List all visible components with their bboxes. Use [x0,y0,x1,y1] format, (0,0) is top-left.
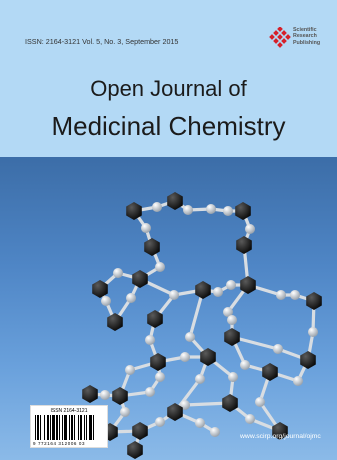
molecular-lattice-icon [82,192,322,459]
lattice-atom-light [213,287,223,297]
barcode-bar [64,415,67,440]
lattice-atom-dark [150,353,166,371]
lattice-atom-dark [272,422,288,440]
lattice-atom-light [180,352,190,362]
lattice-atom-light [155,372,165,382]
lattice-atom-light [145,335,155,345]
lattice-atom-light [276,290,286,300]
lattice-atom-light [290,290,300,300]
lattice-atom-dark [224,328,240,346]
cover-header: ISSN: 2164-3121 Vol. 5, No. 3, September… [0,0,337,157]
barcode-bar [37,415,39,440]
barcode-bar [59,415,60,440]
lattice-atom-dark [112,387,128,405]
barcode-number: 9 772164 312006 03 [33,441,86,446]
lattice-atom-light [155,417,165,427]
lattice-atom-dark [107,313,123,331]
barcode-bar [80,415,82,440]
lattice-atom-light [255,397,265,407]
lattice-atom-light [293,376,303,386]
lattice-atom-light [125,365,135,375]
publisher-name: Scientific Research Publishing [293,27,321,46]
lattice-atom-light [169,290,179,300]
barcode-bar [62,415,63,440]
lattice-atom-light [152,202,162,212]
lattice-atom-light [195,418,205,428]
lattice-atom-light [155,262,165,272]
barcode-bar [35,415,36,440]
lattice-atom-light [185,332,195,342]
lattice-atom-light [308,327,318,337]
lattice-atom-light [228,372,238,382]
lattice-atom-light [100,390,110,400]
lattice-atom-light [245,224,255,234]
lattice-atom-dark [132,270,148,288]
lattice-atom-dark [240,276,256,294]
lattice-atom-dark [167,192,183,210]
barcode: ISSN 2164-3121 9 772164 312006 03 [30,405,108,448]
barcode-bar [89,415,92,440]
lattice-bond [188,288,205,339]
lattice-atom-dark [144,238,160,256]
barcode-bar [93,415,94,440]
lattice-atom-dark [222,394,238,412]
barcode-bar [71,415,73,440]
lattice-atom-light [120,407,130,417]
barcode-bar [56,415,58,440]
barcode-bar [78,415,79,440]
barcode-bar [50,415,51,440]
lattice-atom-light [145,387,155,397]
publisher-logo: Scientific Research Publishing [268,26,330,52]
lattice-atom-light [101,296,111,306]
lattice-atom-light [223,307,233,317]
lattice-atom-dark [92,280,108,298]
lattice-atom-dark [262,363,278,381]
barcode-bar [86,415,87,440]
lattice-atom-light [240,360,250,370]
barcode-bar [84,415,85,440]
barcode-bar [40,415,41,440]
lattice-atom-light [126,293,136,303]
lattice-atom-dark [82,385,98,403]
lattice-atom-light [183,205,193,215]
diamond-grid-logo-icon [269,27,291,48]
lattice-atom-dark [235,202,251,220]
lattice-atom-dark [306,292,322,310]
barcode-bar [44,415,45,440]
lattice-atom-dark [126,202,142,220]
lattice-atom-light [210,427,220,437]
lattice-atom-light [195,374,205,384]
lattice-atom-light [273,344,283,354]
issn-volume-line: ISSN: 2164-3121 Vol. 5, No. 3, September… [25,37,179,46]
journal-title-line1: Open Journal of [90,76,247,101]
journal-title-line2: Medicinal Chemistry [51,111,286,141]
lattice-atom-dark [167,403,183,421]
lattice-atom-dark [236,236,252,254]
barcode-bar [74,415,75,440]
lattice-atom-dark [127,441,143,459]
lattice-atom-dark [300,351,316,369]
lattice-atom-light [226,280,236,290]
lattice-atom-dark [147,310,163,328]
barcode-bar [52,415,55,440]
journal-url: www.scirp.org/journal/ojmc [240,433,321,440]
lattice-atom-dark [132,422,148,440]
lattice-atom-light [227,315,237,325]
lattice-atom-light [245,414,255,424]
barcode-bar [47,415,49,440]
lattice-atom-light [223,206,233,216]
lattice-atom-dark [200,348,216,366]
lattice-atom-light [141,223,151,233]
lattice-atom-dark [195,281,211,299]
barcode-bar [69,415,70,440]
barcode-issn: ISSN 2164-3121 [50,408,88,414]
lattice-atom-light [113,268,123,278]
lattice-atom-light [206,204,216,214]
barcode-bars [35,415,94,440]
